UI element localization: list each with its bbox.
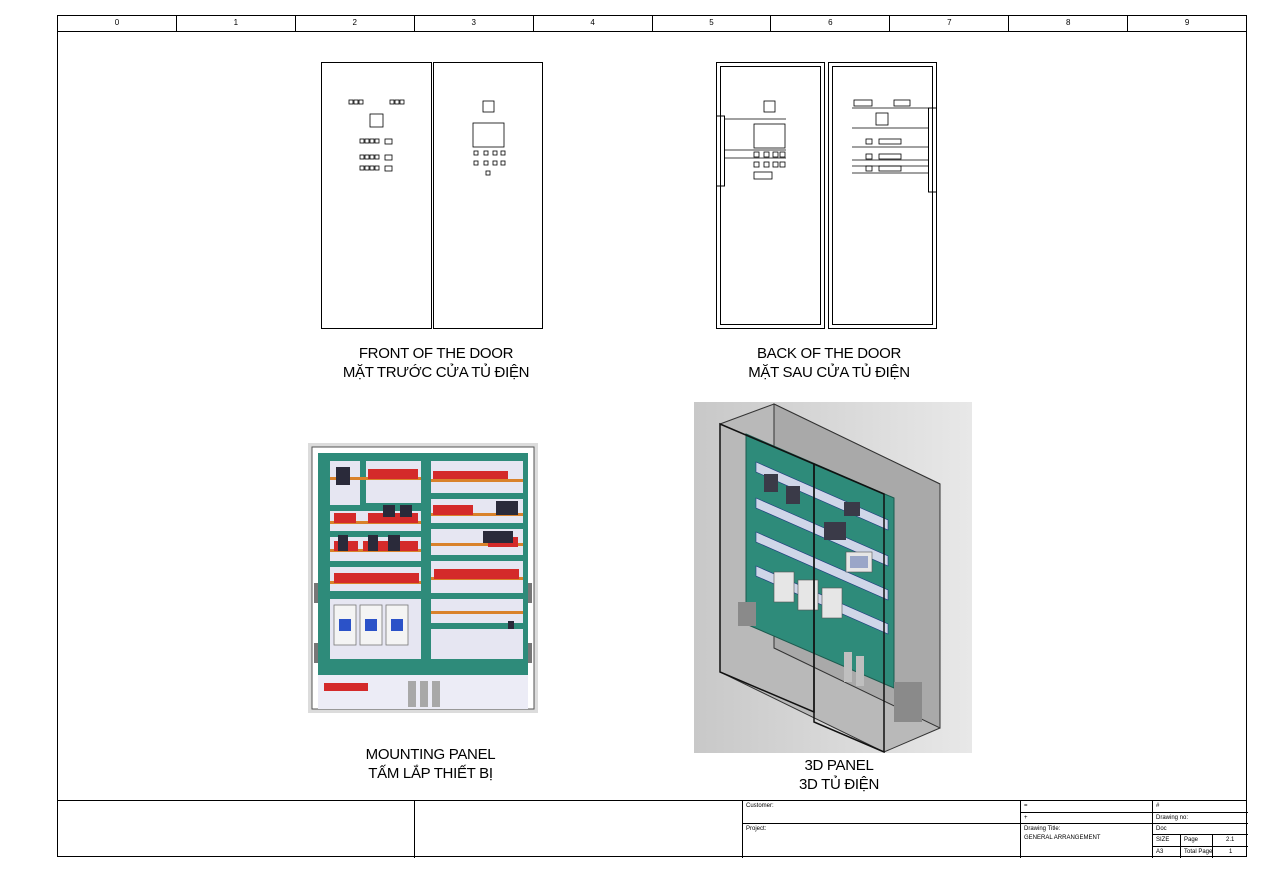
size-value: A3: [1156, 849, 1164, 855]
column-grid: 0 1 2 3 4 5 6 7 8 9: [58, 16, 1246, 32]
drawing-sheet: 0 1 2 3 4 5 6 7 8 9 FRONT O: [57, 15, 1248, 858]
column-label: 3: [415, 16, 534, 31]
title-divider: [1021, 812, 1248, 813]
title-divider: [1153, 823, 1248, 824]
total-page-label: Total Page: [1184, 849, 1213, 855]
title-cell-blank-2: [415, 801, 743, 858]
doc-label: Doc: [1156, 826, 1167, 832]
title-cell-size: [1153, 834, 1181, 858]
front-door-caption: FRONT OF THE DOOR MẶT TRƯỚC CỬA TỦ ĐIỆN: [321, 344, 551, 382]
title-divider: [743, 823, 1153, 824]
title-cell-customer: [743, 801, 1021, 858]
column-label: 6: [771, 16, 891, 31]
back-door-drawing: [716, 62, 937, 329]
hash-sign: #: [1156, 803, 1160, 809]
mounting-panel-drawing: [308, 443, 538, 713]
title-cell-page-label: [1181, 834, 1213, 858]
panel-3d-caption: 3D PANEL 3D TỦ ĐIỆN: [694, 756, 984, 794]
back-door-caption: BACK OF THE DOOR MẶT SAU CỬA TỦ ĐIỆN: [714, 344, 944, 382]
title-block: Customer: Project: = + Drawing Title: GE…: [58, 800, 1248, 858]
plus-sign: +: [1024, 815, 1028, 821]
caption-vietnamese: TẤM LẮP THIẾT BỊ: [368, 765, 493, 782]
column-label: 9: [1184, 18, 1190, 27]
title-cell-blank-1: [58, 801, 415, 858]
title-divider: [1153, 846, 1248, 847]
drawing-title-label: Drawing Title:: [1024, 826, 1061, 832]
customer-label: Customer:: [746, 803, 774, 809]
mounting-panel-caption: MOUNTING PANEL TẤM LẮP THIẾT BỊ: [308, 745, 553, 783]
eq-sign: =: [1024, 803, 1028, 809]
caption-vietnamese: 3D TỦ ĐIỆN: [798, 776, 880, 793]
caption-english: 3D PANEL: [804, 757, 874, 774]
front-door-drawing: [321, 62, 543, 329]
column-label: 2: [296, 16, 415, 31]
panel-3d-rendering: [694, 402, 972, 753]
page-label: Page: [1184, 837, 1199, 843]
title-cell-drawing-title: [1021, 801, 1153, 858]
caption-vietnamese: MẶT SAU CỬA TỦ ĐIỆN: [748, 364, 910, 381]
caption-english: MOUNTING PANEL: [365, 746, 496, 763]
title-divider: [1153, 834, 1248, 835]
caption-english: FRONT OF THE DOOR: [358, 345, 514, 362]
size-label: SIZE: [1156, 837, 1170, 843]
drawing-title-value: GENERAL ARRANGEMENT: [1024, 835, 1101, 841]
column-label: 1: [177, 16, 296, 31]
caption-english: BACK OF THE DOOR: [756, 345, 902, 362]
page-value: 2.1: [1226, 837, 1235, 843]
column-label: 7: [890, 16, 1010, 31]
total-page-value: 1: [1229, 849, 1233, 855]
drawing-no-label: Drawing no:: [1156, 815, 1189, 821]
column-label: 4: [534, 16, 653, 31]
column-label: 0: [58, 16, 177, 31]
column-label: 8: [1009, 16, 1129, 31]
caption-vietnamese: MẶT TRƯỚC CỬA TỦ ĐIỆN: [342, 364, 530, 381]
project-label: Project:: [746, 826, 767, 832]
column-label: 5: [653, 16, 772, 31]
